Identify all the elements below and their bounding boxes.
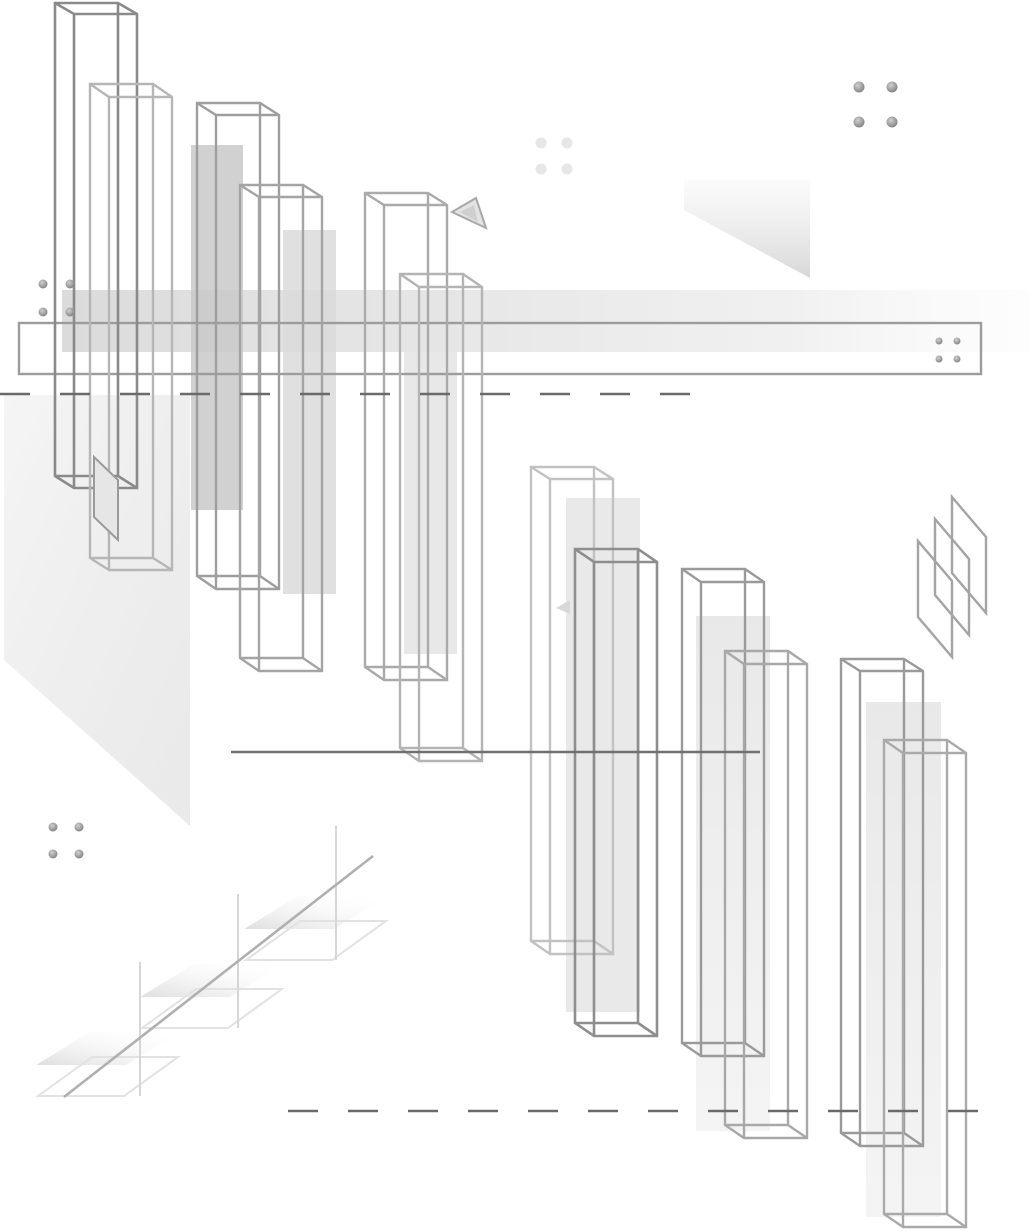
shaded-column-d (566, 498, 640, 1012)
wireframe-prism-icon (363, 191, 449, 682)
wireframe-prism-icon (723, 649, 809, 1140)
perspective-planes (34, 826, 390, 1099)
triangle-arrow-icon (93, 454, 119, 543)
shaded-column-c (404, 290, 457, 654)
wireframe-prism-icon (573, 547, 659, 1038)
dot-grid-icon (535, 137, 573, 175)
wireframe-prism-icon (53, 1, 139, 490)
shaded-column-e (696, 616, 770, 1131)
wireframe-prism-icon (238, 183, 324, 673)
dot-grid-icon (38, 279, 75, 317)
wireframe-prism-icon (680, 567, 766, 1058)
dot-grid-icon (935, 337, 961, 363)
wireframe-prism-icon (882, 738, 968, 1229)
triangle-arrow-icon (556, 600, 570, 614)
dot-grid-icon (48, 822, 84, 859)
wireframe-prism-icon (398, 272, 484, 763)
rhombus-lattice-icon (916, 493, 988, 661)
wireframe-prism-icon (195, 101, 281, 591)
wireframe-prism-icon (839, 657, 925, 1148)
shaded-column-b (283, 230, 336, 594)
top-right-triangle-shade (684, 180, 810, 278)
dot-grid-icon (853, 81, 898, 128)
long-horizontal-frame (17, 321, 983, 376)
wireframe-prism-icon (88, 82, 174, 572)
wireframe-prism-icon (529, 465, 615, 956)
large-left-triangle-shade (4, 395, 190, 826)
triangle-inner-shade (460, 205, 478, 222)
